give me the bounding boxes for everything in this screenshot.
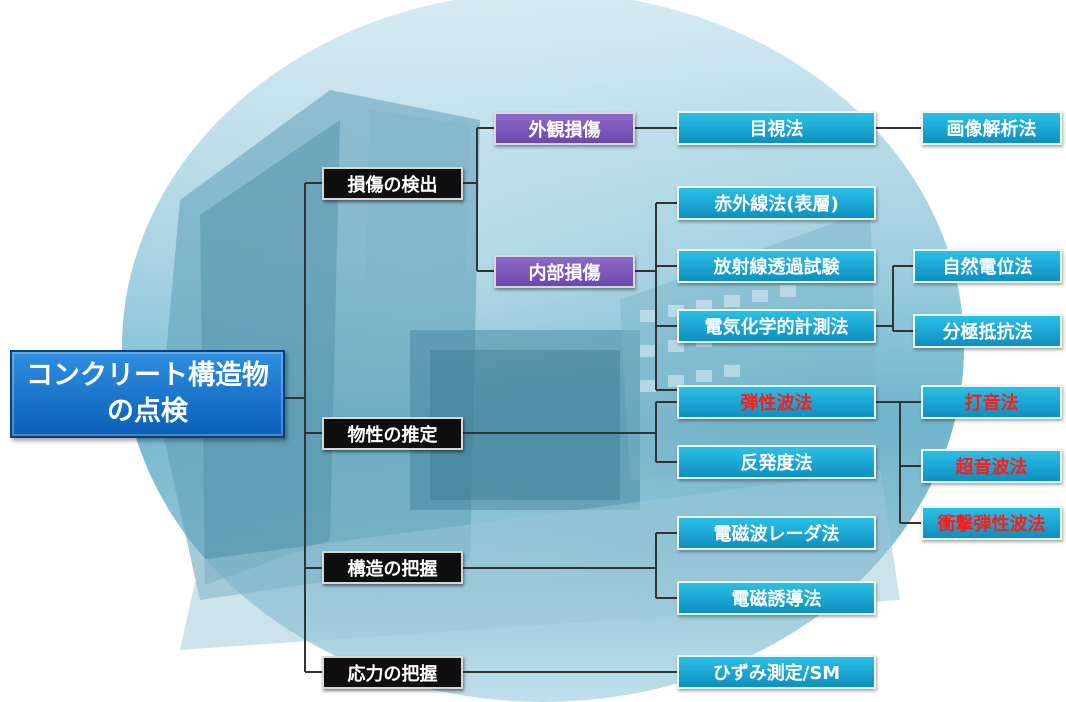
method-hammering: 打音法 <box>921 385 1062 419</box>
method-image-analysis: 画像解析法 <box>921 111 1062 145</box>
root-title-line2: の点検 <box>107 396 188 427</box>
root-node: コンクリート構造物 の点検 <box>10 350 285 438</box>
method-em-radar: 電磁波レーダ法 <box>677 516 876 550</box>
method-radiography: 放射線透過試験 <box>677 249 876 283</box>
method-elastic-wave: 弾性波法 <box>677 385 876 419</box>
method-electrochemical: 電気化学的計測法 <box>677 309 876 343</box>
connector-electrochem-to-sub <box>876 265 913 332</box>
method-strain-measurement: ひずみ測定/SM <box>677 655 876 689</box>
connector-internal-to-methods <box>635 202 677 391</box>
category-damage-detection: 損傷の検出 <box>322 167 463 200</box>
connector-structure-to-methods <box>463 532 677 599</box>
method-em-induction: 電磁誘導法 <box>677 581 876 615</box>
connector-root-to-categories <box>285 182 322 673</box>
category-property-estimation: 物性の推定 <box>322 417 463 450</box>
category-stress-grasp: 応力の把握 <box>322 656 463 689</box>
method-impact-echo: 衝撃弾性波法 <box>921 506 1062 540</box>
method-polarization-resistance: 分極抵抗法 <box>913 314 1062 348</box>
method-rebound-hardness: 反発度法 <box>677 445 876 479</box>
category-structure-grasp: 構造の把握 <box>322 551 463 584</box>
connector-elastic-to-sub <box>876 401 921 524</box>
method-visual: 目視法 <box>677 111 876 145</box>
root-title-line1: コンクリート構造物 <box>26 360 269 391</box>
method-natural-potential: 自然電位法 <box>913 249 1062 283</box>
connector-properties-to-methods <box>463 401 677 463</box>
connector-damage-to-types <box>463 127 494 272</box>
method-ultrasonic: 超音波法 <box>921 449 1062 483</box>
method-infrared: 赤外線法(表層) <box>677 186 876 220</box>
damage-internal: 内部損傷 <box>494 255 635 288</box>
damage-external: 外観損傷 <box>494 112 635 145</box>
